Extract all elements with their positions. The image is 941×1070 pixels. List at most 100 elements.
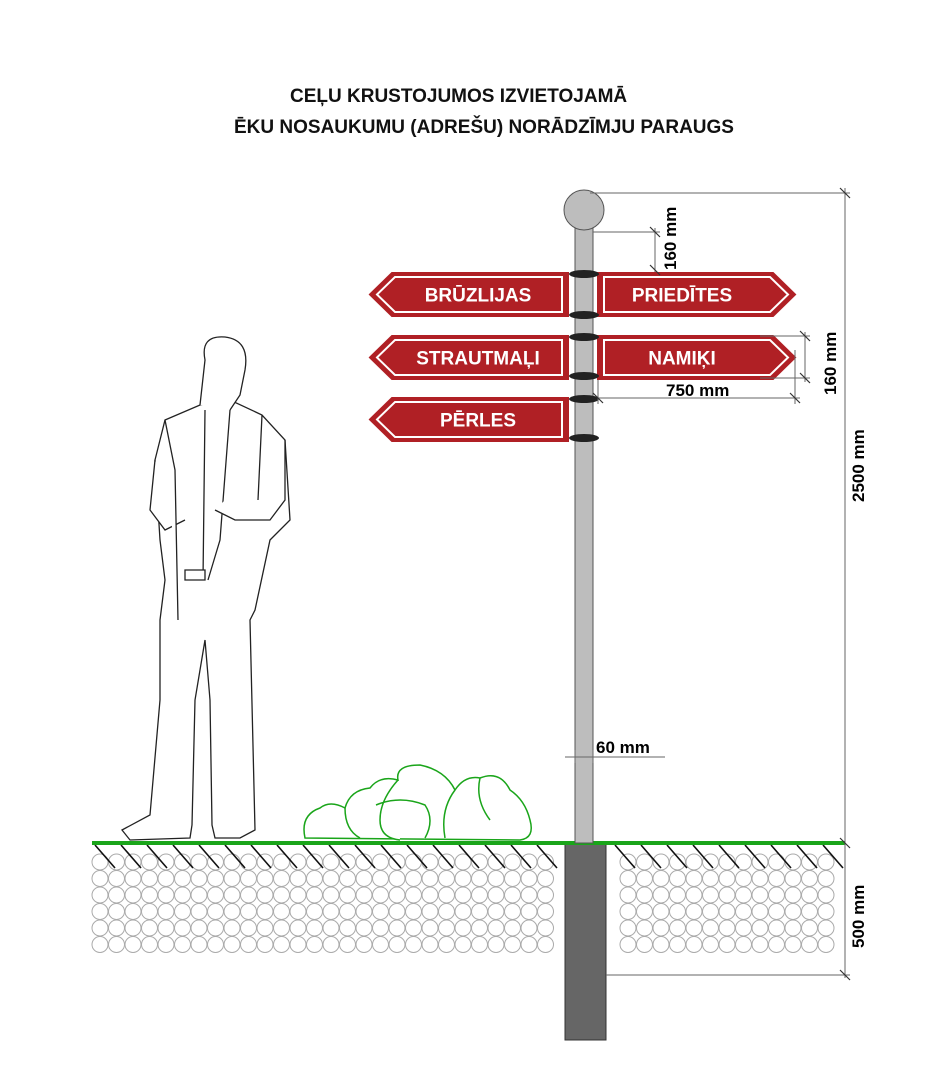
soil-circle bbox=[801, 870, 818, 887]
soil-circle bbox=[289, 870, 307, 887]
dim-pole-diameter: 60 mm bbox=[596, 738, 650, 757]
soil-circle bbox=[339, 919, 356, 937]
soil-circle bbox=[751, 903, 769, 920]
soil-circle bbox=[91, 870, 109, 887]
soil-circle bbox=[157, 936, 175, 953]
soil-circle bbox=[124, 919, 142, 937]
soil-circle bbox=[108, 903, 125, 920]
soil-circle bbox=[388, 936, 406, 953]
soil-circle bbox=[141, 870, 158, 887]
soil-circle bbox=[339, 870, 356, 887]
soil-circle bbox=[322, 903, 340, 920]
soil-circle bbox=[685, 903, 703, 920]
soil-circle bbox=[817, 853, 835, 871]
soil-circle bbox=[537, 919, 554, 937]
soil-circle bbox=[652, 919, 670, 937]
soil-circle bbox=[636, 936, 653, 953]
hatch-stroke bbox=[120, 844, 142, 869]
soil-circle bbox=[289, 903, 307, 920]
soil-circle bbox=[240, 870, 257, 887]
soil-circle bbox=[405, 853, 422, 871]
soil-circle bbox=[306, 936, 323, 953]
sign-shape bbox=[368, 397, 569, 442]
hatch-stroke bbox=[510, 844, 532, 869]
hatch-stroke bbox=[614, 844, 636, 869]
soil-circle bbox=[636, 903, 653, 920]
soil-circle bbox=[174, 886, 191, 904]
soil-circle bbox=[735, 936, 752, 953]
hatch-stroke bbox=[354, 844, 376, 869]
soil-circle bbox=[784, 886, 802, 904]
soil-circle bbox=[421, 886, 439, 904]
soil-circle bbox=[306, 853, 323, 871]
soil-circle bbox=[537, 903, 554, 920]
soil-circle bbox=[405, 870, 422, 887]
soil-circle bbox=[520, 870, 538, 887]
soil-circle bbox=[91, 919, 109, 937]
soil-circle bbox=[273, 936, 290, 953]
soil-circle bbox=[91, 903, 109, 920]
soil-circle bbox=[718, 870, 736, 887]
soil-circle bbox=[520, 903, 538, 920]
soil-circle bbox=[438, 919, 455, 937]
soil-circle bbox=[124, 853, 142, 871]
soil-circle bbox=[355, 919, 373, 937]
sign-shape bbox=[368, 272, 569, 317]
sign-shape bbox=[603, 276, 790, 313]
person-figure bbox=[121, 336, 291, 841]
hatch-stroke bbox=[302, 844, 324, 869]
soil-circle bbox=[454, 936, 472, 953]
soil-circle bbox=[355, 886, 373, 904]
soil-circle bbox=[372, 903, 389, 920]
soil-circle bbox=[322, 886, 340, 904]
sign-shape bbox=[375, 276, 563, 313]
soil-circle bbox=[471, 903, 488, 920]
soil-circle bbox=[141, 853, 158, 871]
soil-circle bbox=[306, 919, 323, 937]
soil-circle bbox=[256, 936, 274, 953]
soil-circle bbox=[372, 919, 389, 937]
soil-circle bbox=[537, 936, 554, 953]
soil-circle bbox=[240, 936, 257, 953]
sign-shape bbox=[375, 339, 563, 376]
soil-circle bbox=[339, 936, 356, 953]
soil-circle bbox=[405, 903, 422, 920]
soil-circle bbox=[487, 919, 505, 937]
soil-circle bbox=[801, 919, 818, 937]
soil-circle bbox=[240, 903, 257, 920]
soil-circle bbox=[91, 886, 109, 904]
dim-sign-width: 750 mm bbox=[666, 381, 729, 400]
soil-circle bbox=[702, 886, 719, 904]
soil-circle bbox=[520, 936, 538, 953]
soil-circle bbox=[322, 936, 340, 953]
soil-circle bbox=[223, 870, 241, 887]
soil-circle bbox=[619, 903, 637, 920]
hatch-stroke bbox=[796, 844, 818, 869]
soil-circle bbox=[801, 886, 818, 904]
soil-circle bbox=[471, 936, 488, 953]
soil-circle bbox=[339, 903, 356, 920]
soil-circle bbox=[190, 886, 208, 904]
dim-top-gap: 160 mm bbox=[661, 207, 680, 270]
sign-bruzlijas: BRŪZLIJAS bbox=[368, 272, 569, 317]
soil-circle bbox=[289, 886, 307, 904]
soil-circle bbox=[504, 853, 521, 871]
soil-circle bbox=[339, 886, 356, 904]
soil-circle bbox=[223, 886, 241, 904]
soil-circle bbox=[124, 903, 142, 920]
soil-circle bbox=[355, 903, 373, 920]
soil-circle bbox=[190, 870, 208, 887]
soil-circle bbox=[388, 903, 406, 920]
soil-circle bbox=[388, 886, 406, 904]
soil-circle bbox=[817, 870, 835, 887]
soil-circle bbox=[454, 870, 472, 887]
soil-circle bbox=[768, 886, 785, 904]
soil-circle bbox=[207, 919, 224, 937]
soil-circle bbox=[339, 853, 356, 871]
soil-circle bbox=[471, 919, 488, 937]
soil-circle bbox=[801, 903, 818, 920]
hatch-stroke bbox=[406, 844, 428, 869]
soil-circle bbox=[421, 853, 439, 871]
soil-circle bbox=[487, 853, 505, 871]
hatch-stroke bbox=[172, 844, 194, 869]
